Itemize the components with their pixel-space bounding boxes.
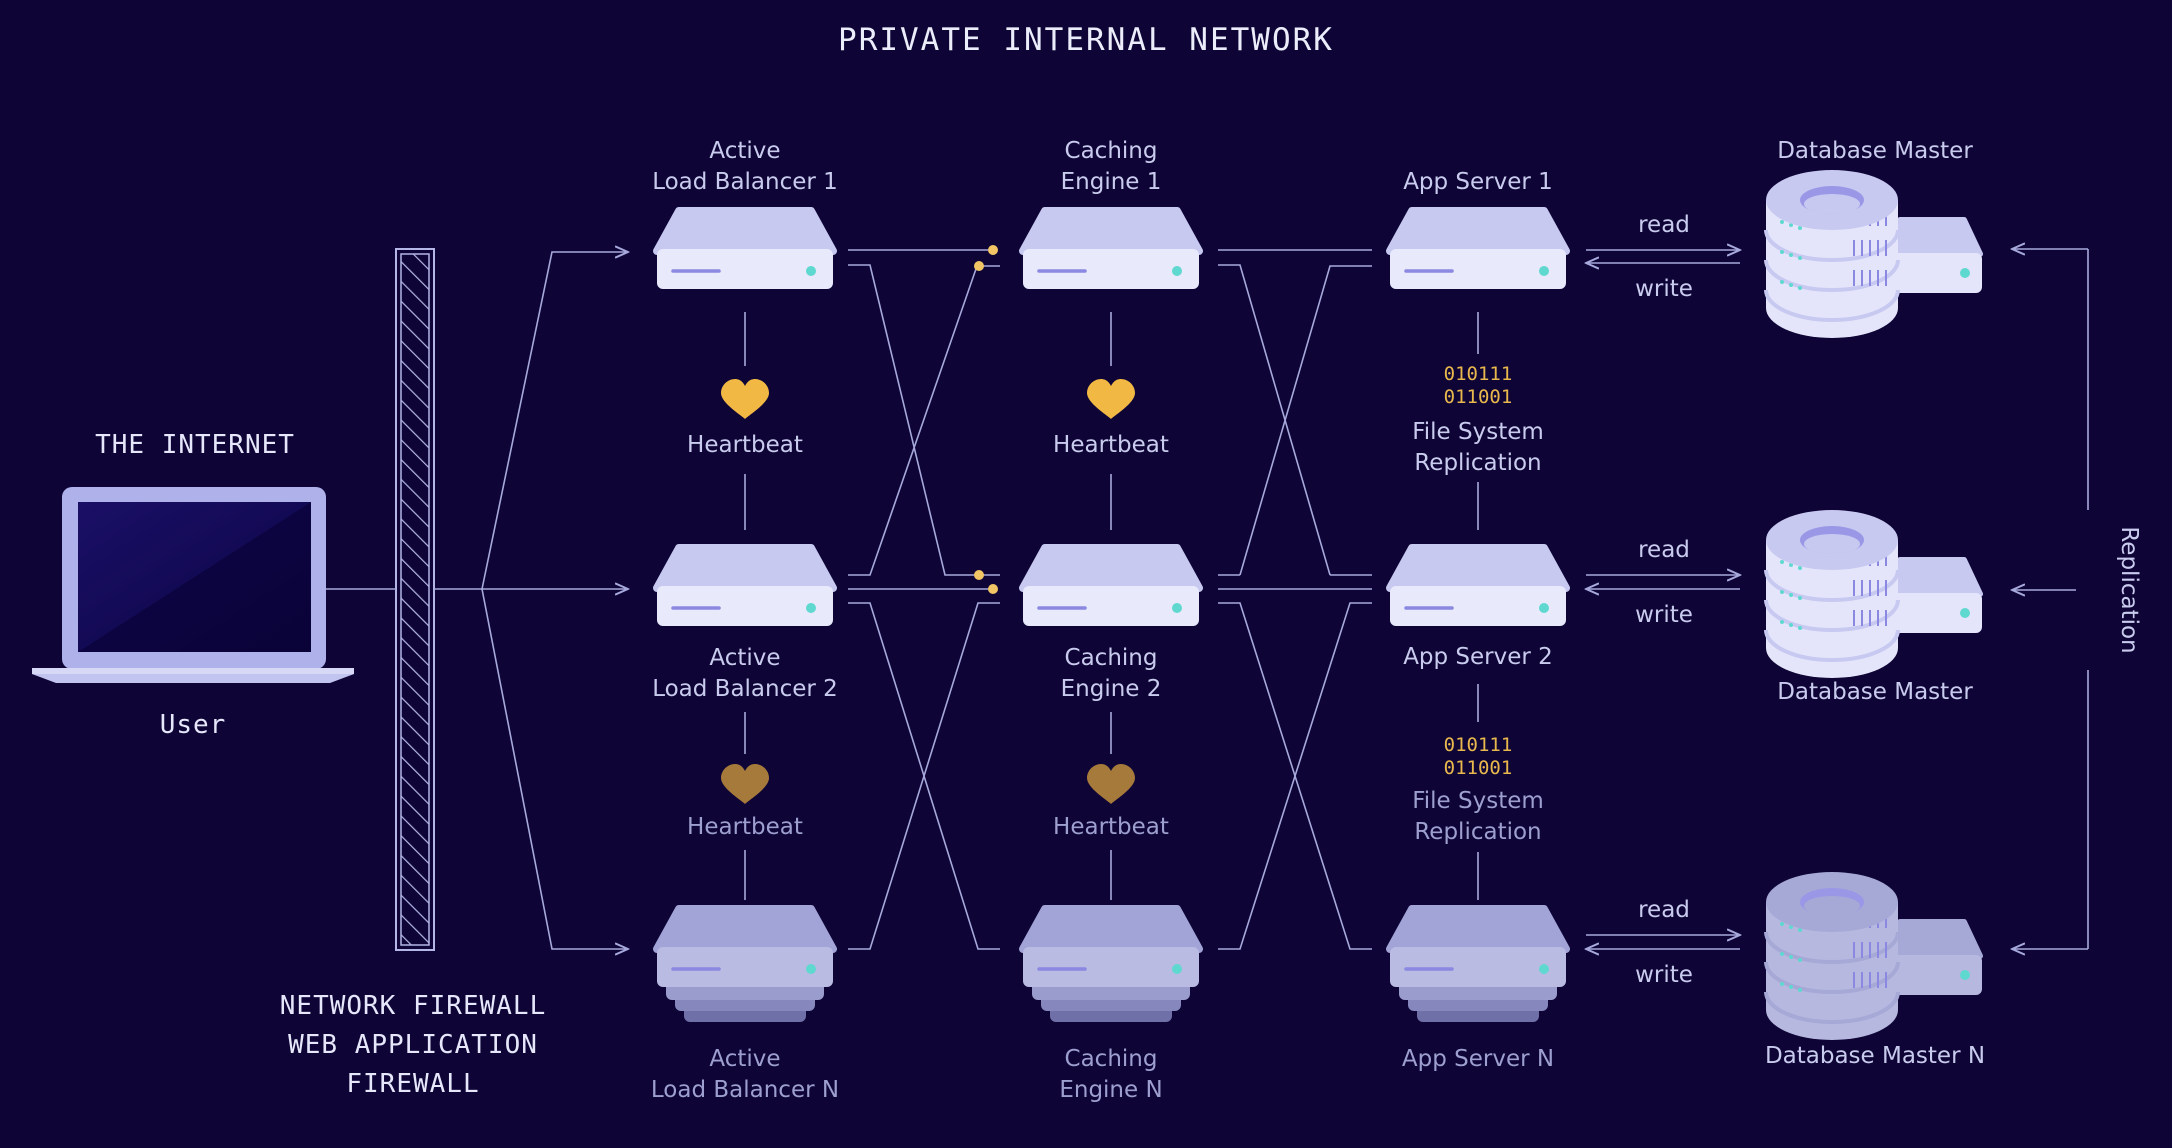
firewall-label-line-3: FIREWALL bbox=[346, 1069, 479, 1099]
app1-label: App Server 1 bbox=[1403, 169, 1553, 195]
laptop-icon[interactable] bbox=[32, 487, 354, 683]
write-label: write bbox=[1635, 602, 1693, 628]
app-server-2-icon[interactable] bbox=[1386, 544, 1570, 626]
write-label: write bbox=[1635, 276, 1693, 302]
page-title: PRIVATE INTERNAL NETWORK bbox=[838, 22, 1334, 58]
app2-label: App Server 2 bbox=[1403, 644, 1553, 670]
heartbeat-label: Heartbeat bbox=[687, 814, 803, 840]
replication-label-line-1: File System bbox=[1412, 788, 1544, 814]
load-balancer-1-icon[interactable] bbox=[653, 207, 837, 289]
heartbeat-label: Heartbeat bbox=[687, 432, 803, 458]
firewall-label: NETWORK FIREWALL WEB APPLICATION FIREWAL… bbox=[280, 991, 546, 1099]
read-label: read bbox=[1638, 897, 1690, 923]
binary-line-1: 010111 bbox=[1444, 734, 1513, 756]
file-system-replication-2: 010111 011001 File System Replication bbox=[1412, 734, 1544, 845]
database-master-n-icon[interactable] bbox=[1764, 872, 1983, 1040]
heartbeat-icon bbox=[721, 379, 769, 419]
read-label: read bbox=[1638, 212, 1690, 238]
replication-label-line-2: Replication bbox=[1414, 819, 1541, 845]
file-system-replication-1: 010111 011001 File System Replication bbox=[1412, 363, 1544, 476]
server-nodes bbox=[653, 207, 1570, 1022]
load-balancer-n-icon[interactable] bbox=[653, 905, 837, 1022]
database-master-1-icon[interactable] bbox=[1764, 170, 1983, 338]
ingress-wires bbox=[326, 252, 628, 949]
lbn-label-line-1: Active bbox=[709, 1046, 780, 1072]
load-balancer-2-icon[interactable] bbox=[653, 544, 837, 626]
db-replication-wires bbox=[2012, 249, 2102, 949]
database-nodes bbox=[1764, 170, 1983, 1040]
read-label: read bbox=[1638, 537, 1690, 563]
cache1-label-line-2: Engine 1 bbox=[1061, 169, 1162, 195]
heartbeat-label: Heartbeat bbox=[1053, 814, 1169, 840]
lb-to-cache-wires bbox=[848, 245, 1000, 950]
lbn-label-line-2: Load Balancer N bbox=[651, 1077, 839, 1103]
read-write-arrows bbox=[1586, 250, 1740, 949]
lb2-label-line-1: Active bbox=[709, 645, 780, 671]
cache1-label-line-1: Caching bbox=[1065, 138, 1158, 164]
caching-engine-1-icon[interactable] bbox=[1019, 207, 1203, 289]
internet-heading: THE INTERNET bbox=[95, 430, 295, 460]
heartbeat-label: Heartbeat bbox=[1053, 432, 1169, 458]
caching-engine-2-icon[interactable] bbox=[1019, 544, 1203, 626]
caching-engine-n-icon[interactable] bbox=[1019, 905, 1203, 1022]
firewall-icon bbox=[395, 248, 435, 951]
app-server-1-icon[interactable] bbox=[1386, 207, 1570, 289]
app-server-n-icon[interactable] bbox=[1386, 905, 1570, 1022]
replication-label-line-1: File System bbox=[1412, 419, 1544, 445]
lb2-label-line-2: Load Balancer 2 bbox=[652, 676, 838, 702]
db2-label: Database Master bbox=[1777, 679, 1973, 705]
firewall-label-line-2: WEB APPLICATION bbox=[288, 1030, 538, 1060]
heartbeat-icon bbox=[1087, 379, 1135, 419]
cache-to-app-wires bbox=[1218, 249, 1372, 950]
lb1-label-line-2: Load Balancer 1 bbox=[652, 169, 838, 195]
firewall-label-line-1: NETWORK FIREWALL bbox=[280, 991, 546, 1021]
appn-label: App Server N bbox=[1402, 1046, 1554, 1072]
cachen-label-line-1: Caching bbox=[1065, 1046, 1158, 1072]
heartbeat-icon bbox=[721, 764, 769, 804]
cache2-label-line-1: Caching bbox=[1065, 645, 1158, 671]
binary-line-1: 010111 bbox=[1444, 363, 1513, 385]
cache2-label-line-2: Engine 2 bbox=[1061, 676, 1162, 702]
binary-line-2: 011001 bbox=[1444, 386, 1513, 408]
binary-line-2: 011001 bbox=[1444, 757, 1513, 779]
replication-label-line-2: Replication bbox=[1414, 450, 1541, 476]
lb1-label-line-1: Active bbox=[709, 138, 780, 164]
write-label: write bbox=[1635, 962, 1693, 988]
heartbeat-icon bbox=[1087, 764, 1135, 804]
user-label: User bbox=[160, 710, 227, 740]
db-replication-label: Replication bbox=[2116, 526, 2142, 653]
dbn-label: Database Master N bbox=[1765, 1043, 1985, 1069]
db1-label: Database Master bbox=[1777, 138, 1973, 164]
cachen-label-line-2: Engine N bbox=[1059, 1077, 1162, 1103]
database-master-2-icon[interactable] bbox=[1764, 510, 1983, 678]
